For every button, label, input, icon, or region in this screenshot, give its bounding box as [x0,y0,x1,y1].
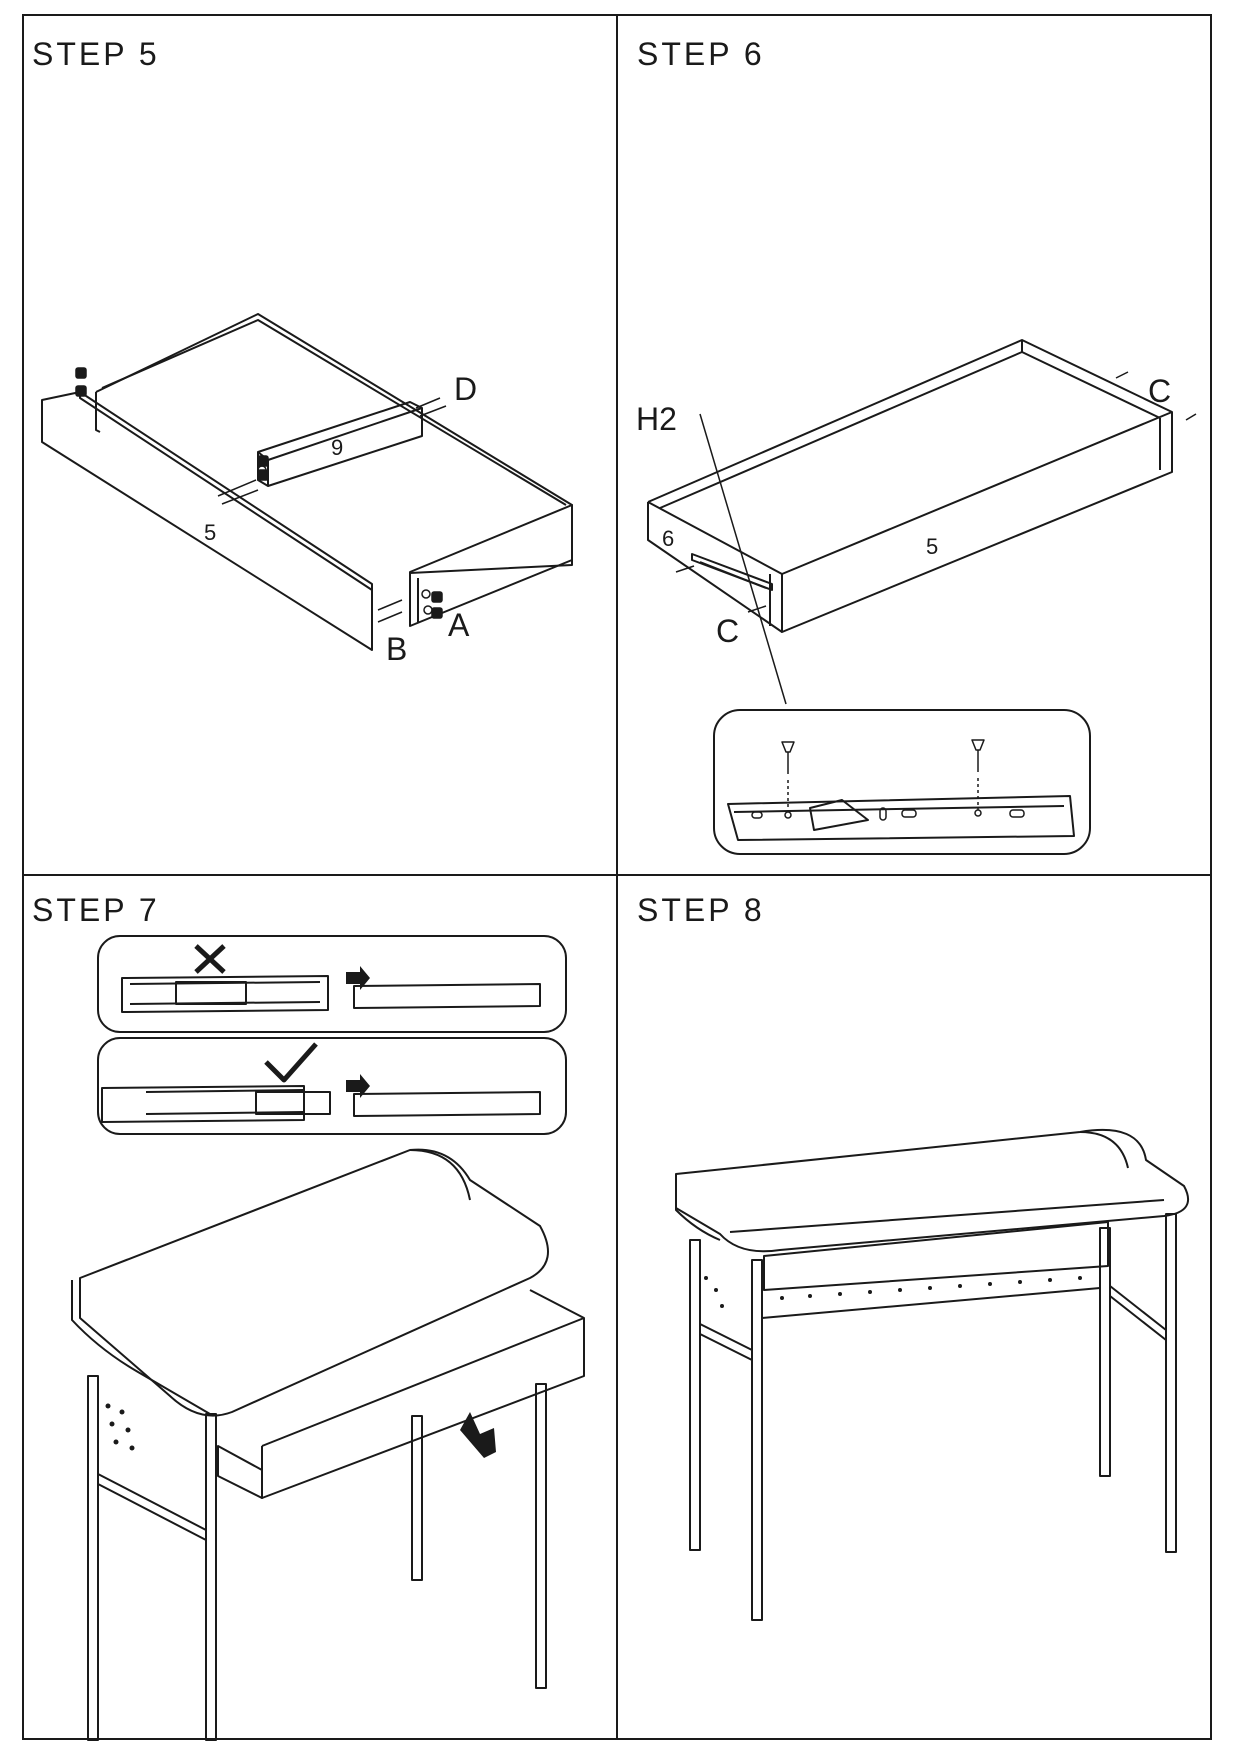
step5-title: STEP 5 [32,36,160,72]
step6-label-c-top: C [1148,373,1171,409]
step6-label-6: 6 [662,526,674,551]
step5-label-9: 9 [331,435,343,460]
step5-label-5: 5 [204,520,216,545]
step8-title: STEP 8 [637,892,765,928]
step5-label-b: B [386,631,407,667]
step6-label-5: 5 [926,534,938,559]
step5-label-a: A [448,607,470,643]
step7-illustration [71,935,585,1741]
step6-drawer-illustration: H2 C C 6 5 [636,339,1197,855]
horizontal-divider [22,874,1212,876]
step5-drawer-illustration: 9 5 D A B [41,313,573,667]
vertical-divider [616,14,618,1740]
step5-label-d: D [454,371,477,407]
step6-title: STEP 6 [637,36,765,72]
step6-label-h2: H2 [636,401,677,437]
step7-title: STEP 7 [32,892,160,928]
step8-illustration [675,1128,1189,1621]
step6-label-c-bottom: C [716,613,739,649]
